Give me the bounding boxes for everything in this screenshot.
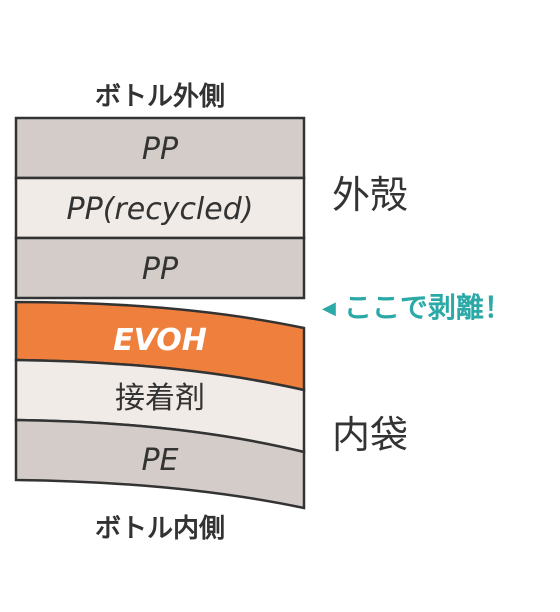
left-triangle-icon: ◀ (322, 298, 336, 319)
layer-label: PE (141, 443, 178, 478)
layer-label: PP (142, 132, 179, 167)
layer-label: EVOH (113, 323, 207, 358)
bottle-inside-label: ボトル内側 (94, 514, 225, 544)
layer-pe (14, 418, 306, 510)
layer-pp-top (14, 116, 306, 180)
peel-callout: ◀ ここで剥離！ (322, 286, 512, 326)
outer-shell-label: 外殻 (332, 173, 409, 217)
layer-label: PP (142, 252, 179, 287)
inner-bag-label: 内袋 (332, 413, 409, 457)
layer-pp-bottom (14, 236, 306, 300)
layer-pp-recycled (14, 176, 306, 240)
bottle-outside-label: ボトル外側 (94, 82, 225, 112)
layer-label: 接着剤 (115, 381, 205, 416)
layer-label: PP(recycled) (67, 192, 254, 227)
peel-callout-text: ここで剥離！ (343, 291, 512, 324)
